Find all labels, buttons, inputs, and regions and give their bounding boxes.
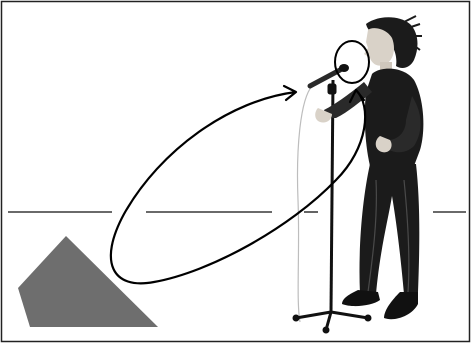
- grey-wedge-shape: [18, 236, 158, 327]
- mic-highlight-circle-icon: [335, 41, 369, 83]
- microphone: [310, 64, 349, 86]
- singer-shoe-left: [342, 290, 380, 306]
- singer-legs: [359, 164, 419, 294]
- singer-shoe-right: [384, 292, 418, 319]
